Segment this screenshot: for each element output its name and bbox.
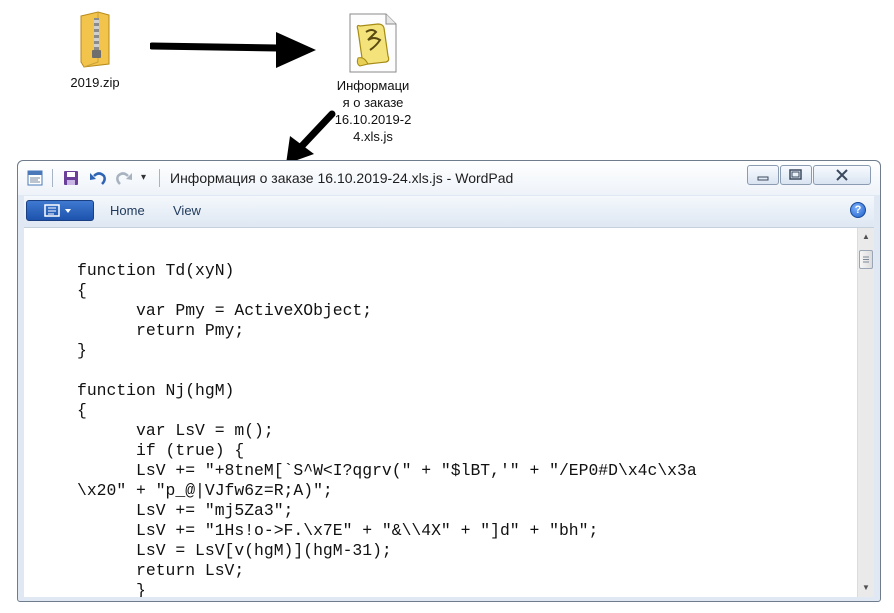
js-file-label-line: я о заказе	[342, 95, 404, 110]
code-line: function Nj(hgM)	[77, 381, 235, 400]
toolbar-separator	[52, 169, 53, 187]
maximize-button[interactable]	[780, 165, 812, 185]
zip-file-label: 2019.zip	[70, 75, 120, 90]
code-line: {	[77, 401, 87, 420]
file-menu-button[interactable]	[26, 200, 94, 221]
tab-home[interactable]: Home	[110, 203, 145, 218]
code-line: LsV += "mj5Za3";	[77, 501, 294, 520]
script-file-icon	[346, 12, 400, 74]
code-line: LsV = LsV[v(hgM)](hgM-31);	[77, 541, 392, 560]
code-line: var LsV = m();	[77, 421, 274, 440]
js-file-label-line: 16.10.2019-2	[334, 112, 412, 127]
arrow-down-left-icon	[286, 110, 336, 164]
code-line: }	[77, 341, 87, 360]
close-button[interactable]	[813, 165, 871, 185]
code-line: return LsV;	[77, 561, 245, 580]
js-file-label-line: Информаци	[336, 78, 410, 93]
toolbar-separator	[159, 169, 160, 187]
code-line: if (true) {	[77, 441, 245, 460]
zip-folder-icon	[78, 10, 112, 68]
undo-icon[interactable]	[89, 170, 107, 186]
scroll-up-arrow-icon[interactable]: ▲	[862, 232, 870, 241]
quick-access-dropdown-icon[interactable]: ▾	[141, 172, 147, 183]
js-file-label-line: 4.xls.js	[353, 129, 393, 144]
help-icon[interactable]: ?	[850, 202, 866, 218]
code-line: \x20" + "p_@|VJfw6z=R;A)";	[77, 481, 333, 500]
wordpad-app-icon[interactable]	[27, 170, 43, 186]
code-line: LsV += "1Hs!o->F.\x7E" + "&\\4X" + "]d" …	[77, 521, 599, 540]
code-line: var Pmy = ActiveXObject;	[77, 301, 373, 320]
code-line: }	[77, 581, 146, 597]
code-line: LsV += "+8tneM[`S^W<I?qgrv(" + "$lBT,'" …	[77, 461, 697, 480]
ribbon: Home View ?	[24, 196, 874, 225]
code-text: function Td(xyN){ var Pmy = ActiveXObjec…	[77, 261, 697, 597]
code-line: {	[77, 281, 87, 300]
window-title: Информация о заказе 16.10.2019-24.xls.js…	[170, 170, 514, 186]
document-area[interactable]: function Td(xyN){ var Pmy = ActiveXObjec…	[24, 227, 874, 597]
scroll-down-arrow-icon[interactable]: ▼	[862, 583, 870, 592]
wordpad-window: ▾ Информация о заказе 16.10.2019-24.xls.…	[17, 160, 881, 602]
tab-view[interactable]: View	[173, 203, 201, 218]
code-line: function Td(xyN)	[77, 261, 235, 280]
code-line	[77, 361, 697, 381]
js-file-icon[interactable]: Информаци я о заказе 16.10.2019-2 4.xls.…	[325, 12, 421, 145]
save-icon[interactable]	[63, 170, 79, 186]
arrow-right-icon	[150, 32, 316, 68]
zip-file-icon[interactable]: 2019.zip	[50, 10, 140, 91]
scroll-thumb[interactable]	[859, 250, 873, 269]
title-bar[interactable]: ▾ Информация о заказе 16.10.2019-24.xls.…	[18, 161, 880, 195]
minimize-button[interactable]	[747, 165, 779, 185]
code-line: return Pmy;	[77, 321, 245, 340]
redo-icon[interactable]	[115, 170, 133, 186]
vertical-scrollbar[interactable]: ▲ ▼	[857, 228, 874, 597]
